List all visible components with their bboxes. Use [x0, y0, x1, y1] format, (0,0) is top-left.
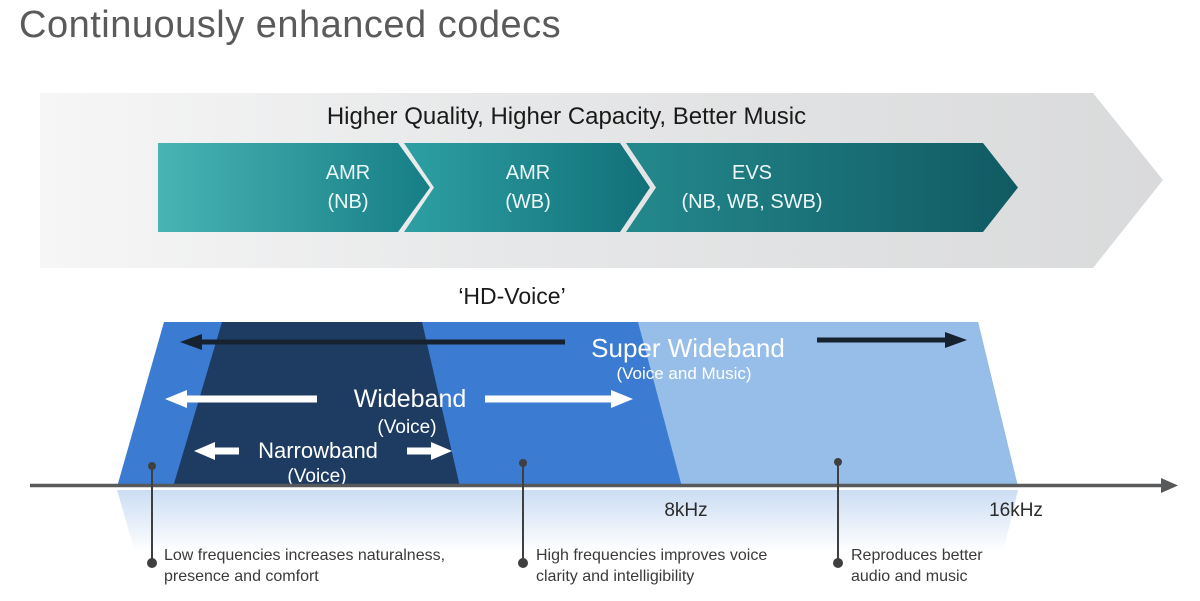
callout-3-text: Reproduces better audio and music	[851, 545, 1181, 587]
callout-3-bullet	[833, 558, 843, 568]
stage-name: AMR	[325, 161, 371, 184]
super-wideband-right-arrow-icon	[817, 332, 967, 348]
stage-name: AMR	[505, 161, 551, 184]
super-wideband-left-arrow-icon	[180, 334, 565, 350]
stage-detail: (NB, WB, SWB)	[681, 190, 823, 213]
callout-1-bullet	[147, 558, 157, 568]
callout-1-text: Low frequencies increases naturalness, p…	[164, 545, 494, 587]
super-wideband-sublabel: (Voice and Music)	[616, 364, 752, 383]
wideband-left-arrow-icon	[165, 390, 317, 408]
wideband-sublabel: (Voice)	[377, 417, 437, 438]
super-wideband-region	[638, 322, 1018, 487]
stage-detail: (WB)	[505, 190, 551, 213]
narrowband-right-arrow-icon	[407, 442, 452, 460]
callout-2-text: High frequencies improves voice clarity …	[536, 545, 866, 587]
callout-line: presence and comfort	[164, 568, 319, 585]
axis-arrowhead-icon	[1161, 478, 1178, 493]
callout-line: Low frequencies increases naturalness,	[164, 547, 446, 564]
stage-amr-nb: AMR (NB)	[158, 143, 430, 232]
page-title: Continuously enhanced codecs	[19, 4, 562, 46]
wideband-right-arrow-icon	[485, 390, 633, 408]
stage-amr-wb-label: AMR (WB)	[505, 159, 551, 217]
stage-evs: EVS (NB, WB, SWB)	[626, 143, 1018, 232]
narrowband-region	[173, 322, 460, 487]
callout-line: clarity and intelligibility	[536, 568, 695, 585]
stage-detail: (NB)	[327, 190, 369, 213]
narrowband-label: Narrowband	[258, 438, 378, 463]
wideband-label: Wideband	[353, 385, 467, 413]
stage-amr-nb-label: AMR (NB)	[326, 159, 370, 217]
callout-2-stem	[522, 463, 524, 560]
stage-amr-wb: AMR (WB)	[404, 143, 650, 232]
banner-heading: Higher Quality, Higher Capacity, Better …	[326, 103, 807, 130]
narrowband-sublabel: (Voice)	[287, 466, 347, 487]
hd-voice-label: ‘HD-Voice’	[458, 283, 566, 309]
axis-tick-16khz: 16kHz	[989, 500, 1043, 521]
callout-1-stem	[151, 466, 153, 560]
narrowband-left-arrow-icon	[194, 442, 239, 460]
frequency-axis	[30, 478, 1178, 493]
stage-evs-label: EVS (NB, WB, SWB)	[681, 159, 822, 217]
callout-line: High frequencies improves voice	[536, 547, 768, 564]
super-wideband-label: Super Wideband	[591, 333, 785, 363]
callout-3-stem	[837, 462, 839, 560]
axis-tick-8khz: 8kHz	[664, 500, 708, 521]
trapezoid-reflection	[117, 490, 1018, 552]
stage-name: EVS	[731, 161, 773, 184]
callout-2-bullet	[518, 558, 528, 568]
callout-line: audio and music	[851, 568, 968, 585]
callout-line: Reproduces better	[851, 547, 983, 564]
